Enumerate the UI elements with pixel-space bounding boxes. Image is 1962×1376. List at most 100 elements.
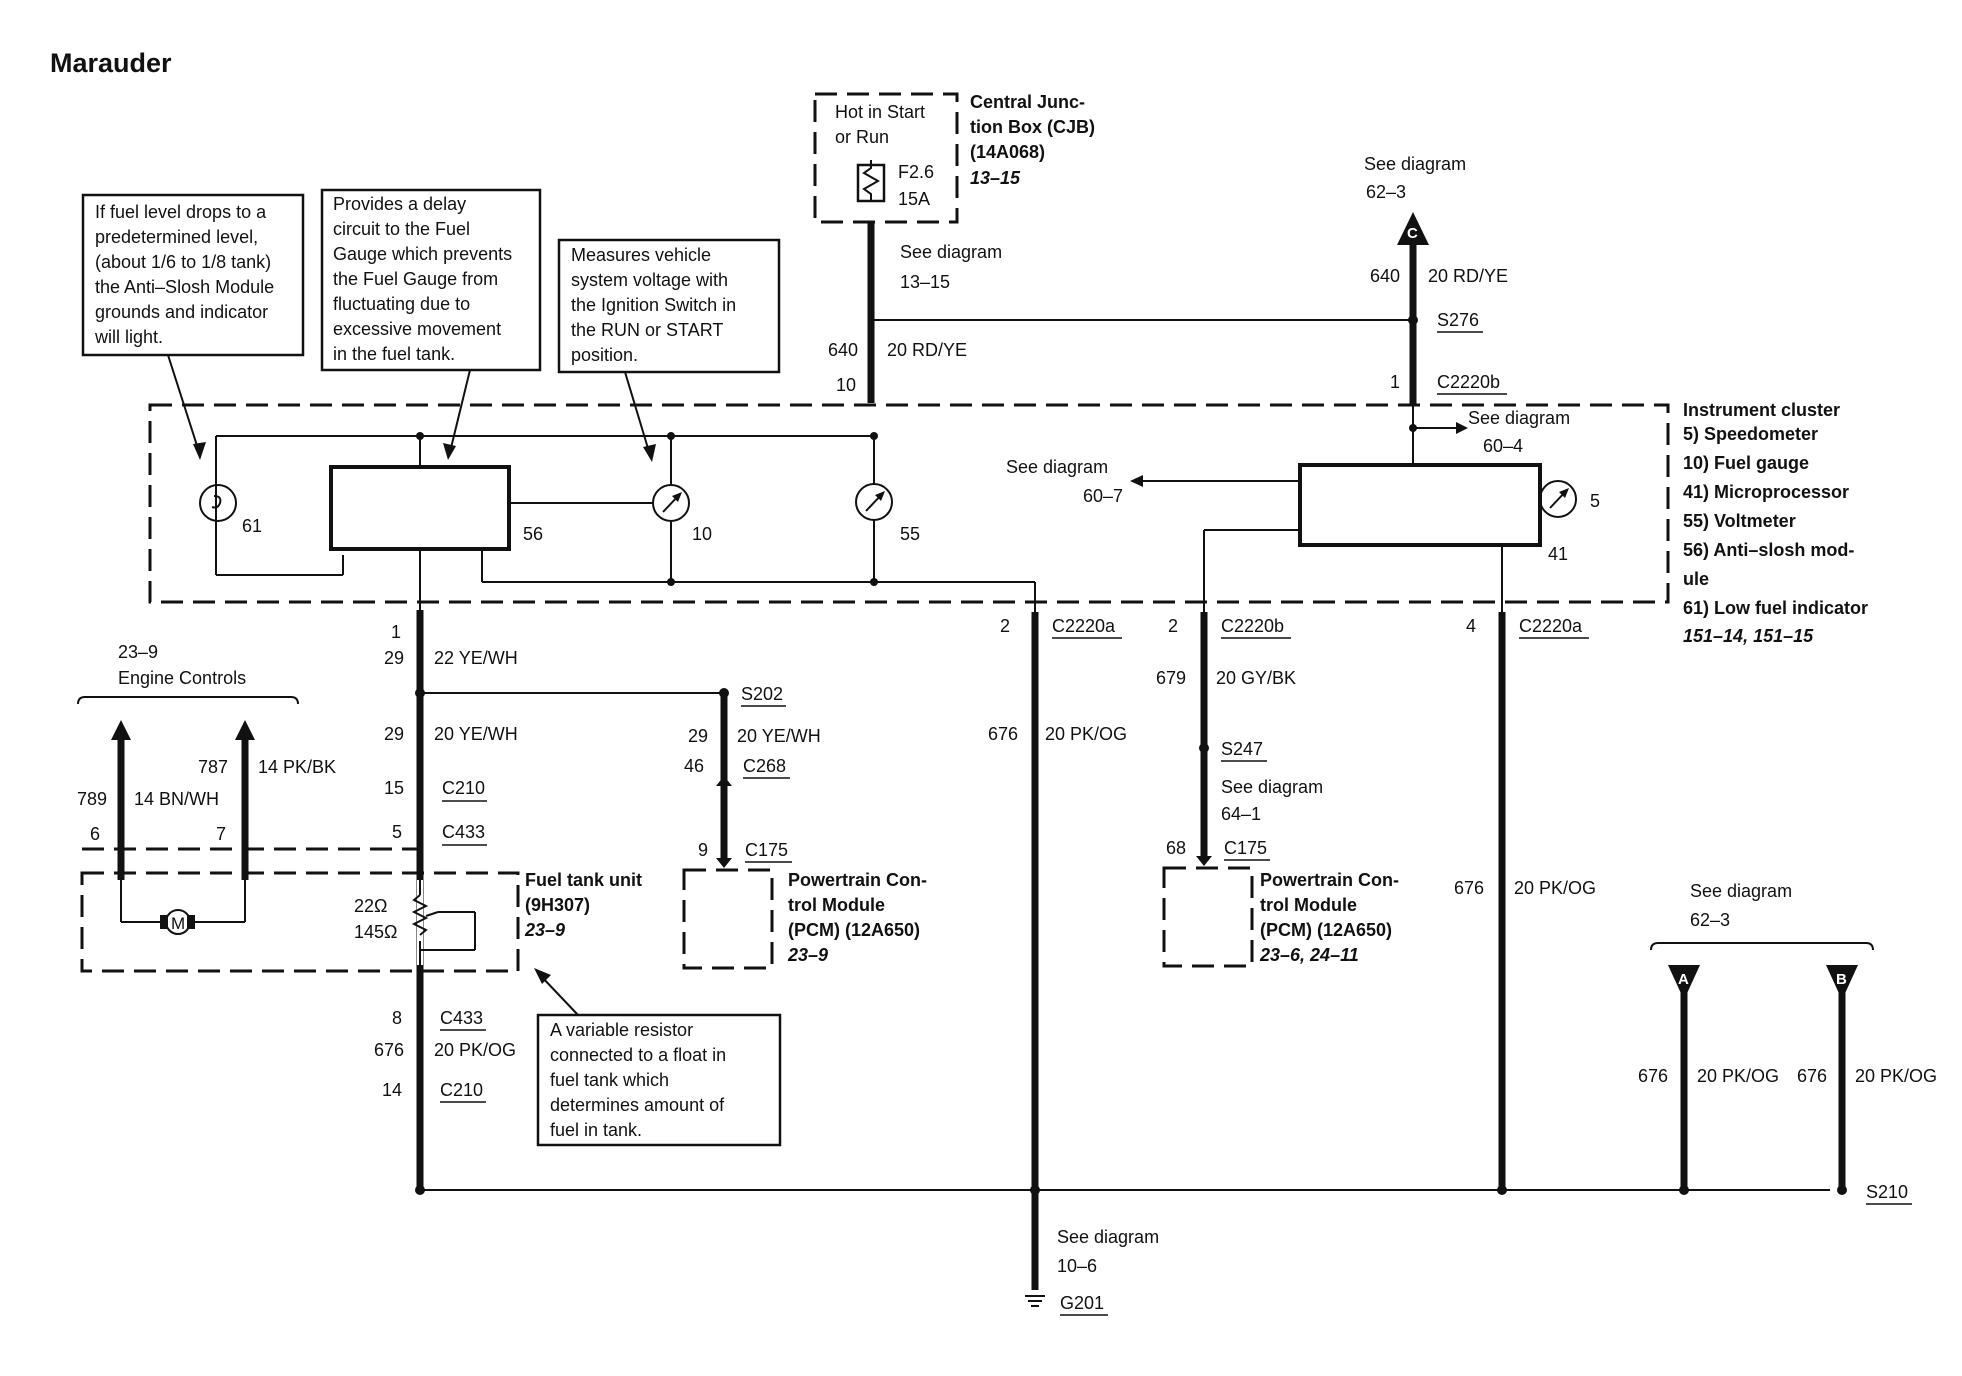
connector-c175-right: C175 [1224,838,1267,858]
pin-1-top: 1 [1390,372,1400,392]
fuel-pump-motor-icon: M [160,909,195,935]
node-5: 5 [1590,491,1600,511]
ground-g201: G201 [1060,1293,1104,1313]
wire-676b-circuit: 676 [988,724,1018,744]
pin-1: 1 [391,622,401,642]
wire-29-color: 22 YE/WH [434,648,518,668]
pcm-left-box [682,868,774,970]
voltmeter-icon [855,483,893,521]
see-diagram-62-3-top: See diagram [1364,154,1466,174]
connector-c2220b-bottom: C2220b [1221,616,1284,636]
note-low-fuel: If fuel level drops to a predetermined l… [81,193,305,357]
splice-s210: S210 [1866,1182,1908,1202]
wire-29c-color: 20 YE/WH [737,726,821,746]
note-voltage: Measures vehicle system voltage with the… [557,238,781,374]
microprocessor [1298,463,1542,547]
see-diagram-10-6: See diagram [1057,1227,1159,1247]
ref-60-7: 60–7 [1083,486,1123,506]
pin-15: 15 [384,778,404,798]
cjb-inner-text: Hot in Start or Run [835,102,930,147]
wire-676e-color: 20 PK/OG [1855,1066,1937,1086]
wire-676b-color: 20 PK/OG [1045,724,1127,744]
see-diagram-13-15: See diagram [900,242,1002,262]
connector-c210-a: C210 [442,778,485,798]
wire-29b-circuit: 29 [384,724,404,744]
see-diagram-60-7: See diagram [1006,457,1108,477]
fuse-label: F2.6 15A [898,162,939,209]
cluster-label: Instrument cluster [1683,400,1840,420]
pin-6: 6 [90,824,100,844]
wire-46: 46 [684,756,704,776]
pcm-left-label: Powertrain Con- trol Module (PCM) (12A65… [788,870,932,940]
pin-14: 14 [382,1080,402,1100]
pin-7: 7 [216,824,226,844]
wire-676-color: 20 PK/OG [434,1040,516,1060]
wire-676c-circuit: 676 [1454,878,1484,898]
wire-640b-circuit: 640 [1370,266,1400,286]
arrow-c-label: C [1407,225,1418,242]
arrow-a-label: A [1678,971,1689,988]
variable-resistor-icon [411,875,476,971]
pin-29: 29 [384,648,404,668]
cluster-item: 41) Microprocessor [1683,482,1849,502]
ref-64-1: 64–1 [1221,804,1261,824]
wire-676c-color: 20 PK/OG [1514,878,1596,898]
cluster-item: 5) Speedometer [1683,424,1818,444]
arrow-b-icon [1826,965,1858,1000]
wire-676e-circuit: 676 [1797,1066,1827,1086]
wire-679-circuit: 679 [1156,668,1186,688]
pin-10: 10 [836,375,856,395]
wire-789-circuit: 789 [77,789,107,809]
note-voltage-text: Measures vehicle system voltage with the… [571,245,741,365]
ref-13-15: 13–15 [900,272,950,292]
wire-640-circuit: 640 [828,340,858,360]
pin-68: 68 [1166,838,1186,858]
ref-10-6: 10–6 [1057,1256,1097,1276]
wire-789-color: 14 BN/WH [134,789,219,809]
note-delay-text: Provides a delay circuit to the Fuel Gau… [333,194,517,364]
node-61: 61 [242,516,262,536]
up-arrow-icon [235,720,255,740]
node-41: 41 [1548,544,1568,564]
cluster-ref: 151–14, 151–15 [1683,626,1814,646]
connector-c433-b: C433 [440,1008,483,1028]
node-55: 55 [900,524,920,544]
ref-60-4: 60–4 [1483,436,1523,456]
arrow-c-icon [1397,212,1429,245]
cluster-item: ule [1683,569,1709,589]
wire-640b-color: 20 RD/YE [1428,266,1508,286]
ground-icon [1025,1295,1045,1307]
wire-29c-circuit: 29 [688,726,708,746]
note-delay: Provides a delay circuit to the Fuel Gau… [320,188,542,372]
arrow-b-label: B [1836,971,1847,988]
splice-s247: S247 [1221,739,1263,759]
cjb-ref: 13–15 [970,168,1021,188]
pcm-left-ref: 23–9 [787,945,828,965]
node-10: 10 [692,524,712,544]
connector-c210-b: C210 [440,1080,483,1100]
connector-c2220a-right: C2220a [1519,616,1583,636]
splice-s202: S202 [741,684,783,704]
connector-c2220b-top: C2220b [1437,372,1500,392]
see-diagram-62-3-bottom: See diagram [1690,881,1792,901]
fuse-element-icon [862,160,881,202]
cluster-internal [215,405,1503,612]
connector-c2220a-left: C2220a [1052,616,1116,636]
see-diagram-60-4: See diagram [1468,408,1570,428]
low-fuel-indicator-icon [199,484,237,522]
wire-676d-color: 20 PK/OG [1697,1066,1779,1086]
pcm-right-box [1162,866,1254,968]
see-diagram-64-1: See diagram [1221,777,1323,797]
central-junction-box: Hot in Start or Run F2.6 15A Central Jun… [813,92,1095,224]
pin-5: 5 [392,822,402,842]
note-resistor: A variable resistor connected to a float… [536,1013,782,1147]
wire-676-circuit: 676 [374,1040,404,1060]
ref-62-3-top: 62–3 [1366,182,1406,202]
resistance-145: 145Ω [354,922,398,942]
node-56: 56 [523,524,543,544]
connector-c433-a: C433 [442,822,485,842]
wire-787-circuit: 787 [198,757,228,777]
anti-slosh-module [329,465,511,551]
